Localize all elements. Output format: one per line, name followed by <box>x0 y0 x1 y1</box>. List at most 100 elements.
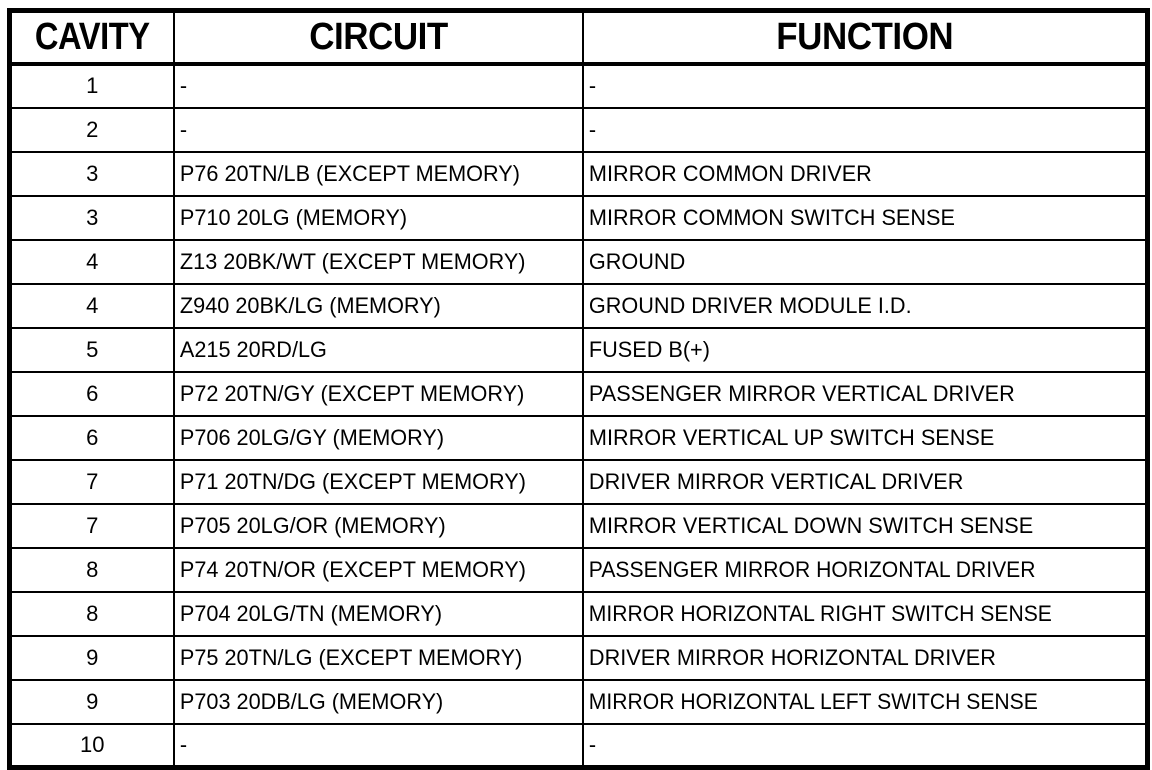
cell-circuit-text: P75 20TN/LG (EXCEPT MEMORY) <box>179 644 522 670</box>
cell-cavity: 7 <box>8 458 175 505</box>
cell-function: MIRROR VERTICAL DOWN SWITCH SENSE <box>581 502 1149 549</box>
cell-circuit: P76 20TN/LB (EXCEPT MEMORY) <box>172 150 584 197</box>
cell-circuit: - <box>172 722 584 769</box>
cell-function: MIRROR HORIZONTAL RIGHT SWITCH SENSE <box>581 590 1149 637</box>
cell-function-text: MIRROR VERTICAL DOWN SWITCH SENSE <box>588 512 1033 538</box>
cell-cavity-text: 8 <box>86 556 99 582</box>
cell-function-text: PASSENGER MIRROR VERTICAL DRIVER <box>588 380 1015 406</box>
cell-circuit-text: Z940 20BK/LG (MEMORY) <box>179 292 441 318</box>
column-header-circuit-label: CIRCUIT <box>308 16 448 59</box>
cell-function-text: - <box>588 731 596 757</box>
cell-circuit-text: P706 20LG/GY (MEMORY) <box>179 424 444 450</box>
cell-function-text: MIRROR COMMON SWITCH SENSE <box>588 204 955 230</box>
cell-circuit: - <box>172 62 584 109</box>
cell-cavity: 10 <box>8 722 175 769</box>
cell-circuit-text: - <box>179 73 187 98</box>
cell-function: - <box>581 106 1149 153</box>
table-row: 7 P705 20LG/OR (MEMORY) MIRROR VERTICAL DO… <box>8 502 1149 549</box>
cell-cavity: 3 <box>8 194 175 241</box>
cell-cavity: 8 <box>8 546 175 593</box>
cell-function-text: DRIVER MIRROR VERTICAL DRIVER <box>588 468 963 494</box>
cell-function-text: MIRROR VERTICAL UP SWITCH SENSE <box>588 424 994 450</box>
cell-function: GROUND DRIVER MODULE I.D. <box>581 282 1149 329</box>
cell-circuit: P71 20TN/DG (EXCEPT MEMORY) <box>172 458 584 505</box>
cell-circuit: P75 20TN/LG (EXCEPT MEMORY) <box>172 634 584 681</box>
page-canvas: CAVITY CIRCUIT FUNCTION 1 - - 2 - - 3 P76 20TN/… <box>7 8 1150 770</box>
table-row: 4 Z13 20BK/WT (EXCEPT MEMORY) GROUND <box>8 238 1149 285</box>
table-row: 3 P710 20LG (MEMORY) MIRROR COMMON SWITCH … <box>8 194 1149 241</box>
cell-cavity-text: 3 <box>86 204 99 230</box>
column-header-function-label: FUNCTION <box>775 16 953 59</box>
cell-function: MIRROR COMMON DRIVER <box>581 150 1149 197</box>
table-header: CAVITY CIRCUIT FUNCTION <box>8 9 1149 66</box>
cell-function-text: - <box>588 116 596 142</box>
cell-cavity: 2 <box>8 106 175 153</box>
cell-circuit-text: P72 20TN/GY (EXCEPT MEMORY) <box>179 380 524 406</box>
table-row: 6 P706 20LG/GY (MEMORY) MIRROR VERTICAL UP… <box>8 414 1149 461</box>
cell-cavity-text: 5 <box>86 336 99 362</box>
cell-cavity: 8 <box>8 590 175 637</box>
cell-cavity-text: 3 <box>86 160 99 186</box>
table-row: 7 P71 20TN/DG (EXCEPT MEMORY) DRIVER MIRRO… <box>8 458 1149 505</box>
cell-function: MIRROR HORIZONTAL LEFT SWITCH SENSE <box>581 678 1149 725</box>
cell-function-text: DRIVER MIRROR HORIZONTAL DRIVER <box>588 644 996 670</box>
cell-cavity-text: 7 <box>86 468 99 494</box>
cell-function-text: PASSENGER MIRROR HORIZONTAL DRIVER <box>588 556 1035 582</box>
cell-cavity: 6 <box>8 370 175 417</box>
cell-circuit-text: P703 20DB/LG (MEMORY) <box>179 688 443 714</box>
cell-circuit: Z13 20BK/WT (EXCEPT MEMORY) <box>172 238 584 285</box>
cell-circuit-text: P71 20TN/DG (EXCEPT MEMORY) <box>179 468 526 494</box>
cell-function: DRIVER MIRROR VERTICAL DRIVER <box>581 458 1149 505</box>
cell-function: MIRROR VERTICAL UP SWITCH SENSE <box>581 414 1149 461</box>
cell-cavity-text: 9 <box>86 644 99 670</box>
cell-circuit-text: - <box>179 116 187 142</box>
cell-function: PASSENGER MIRROR VERTICAL DRIVER <box>581 370 1149 417</box>
cell-circuit-text: P710 20LG (MEMORY) <box>179 204 407 230</box>
cell-circuit: P706 20LG/GY (MEMORY) <box>172 414 584 461</box>
table-row: 8 P704 20LG/TN (MEMORY) MIRROR HORIZONTAL … <box>8 590 1149 637</box>
cell-function-text: MIRROR COMMON DRIVER <box>588 160 872 186</box>
column-header-cavity: CAVITY <box>8 9 175 66</box>
table-row: 9 P75 20TN/LG (EXCEPT MEMORY) DRIVER MIRRO… <box>8 634 1149 681</box>
cell-cavity: 4 <box>8 238 175 285</box>
table-row: 1 - - <box>8 62 1149 109</box>
cell-cavity: 3 <box>8 150 175 197</box>
cell-function-text: GROUND <box>588 248 685 274</box>
cell-circuit-text: P705 20LG/OR (MEMORY) <box>179 512 446 538</box>
cell-circuit: P703 20DB/LG (MEMORY) <box>172 678 584 725</box>
table-row: 2 - - <box>8 106 1149 153</box>
cell-cavity: 6 <box>8 414 175 461</box>
cell-cavity-text: 4 <box>86 248 99 274</box>
cell-function-text: MIRROR HORIZONTAL LEFT SWITCH SENSE <box>588 688 1038 714</box>
header-row: CAVITY CIRCUIT FUNCTION <box>8 9 1149 66</box>
cell-function: - <box>581 62 1149 109</box>
cell-circuit: Z940 20BK/LG (MEMORY) <box>172 282 584 329</box>
cell-circuit: P74 20TN/OR (EXCEPT MEMORY) <box>172 546 584 593</box>
cell-cavity-text: 1 <box>86 73 99 98</box>
cell-function-text: MIRROR HORIZONTAL RIGHT SWITCH SENSE <box>588 600 1052 626</box>
cell-cavity: 1 <box>8 62 175 109</box>
table-row: 3 P76 20TN/LB (EXCEPT MEMORY)MIRROR COMMO… <box>8 150 1149 197</box>
cell-cavity: 7 <box>8 502 175 549</box>
cell-circuit-text: P704 20LG/TN (MEMORY) <box>179 600 442 626</box>
cell-circuit: P705 20LG/OR (MEMORY) <box>172 502 584 549</box>
cell-cavity-text: 6 <box>86 380 99 406</box>
cell-cavity-text: 2 <box>86 116 99 142</box>
cell-circuit: P704 20LG/TN (MEMORY) <box>172 590 584 637</box>
cell-function-text: FUSED B(+) <box>588 336 710 362</box>
cell-circuit: P710 20LG (MEMORY) <box>172 194 584 241</box>
cell-cavity: 9 <box>8 634 175 681</box>
cell-cavity-text: 6 <box>86 424 99 450</box>
cell-circuit-text: - <box>179 731 187 757</box>
cell-cavity-text: 8 <box>86 600 99 626</box>
cell-cavity-text: 7 <box>86 512 99 538</box>
cell-cavity: 5 <box>8 326 175 373</box>
cell-circuit-text: Z13 20BK/WT (EXCEPT MEMORY) <box>179 248 526 274</box>
connector-pinout-table: CAVITY CIRCUIT FUNCTION 1 - - 2 - - 3 P76 20TN/… <box>7 8 1150 770</box>
cell-function: - <box>581 722 1149 769</box>
cell-function: GROUND <box>581 238 1149 285</box>
table-row: 6 P72 20TN/GY (EXCEPT MEMORY) PASSENGER MI… <box>8 370 1149 417</box>
